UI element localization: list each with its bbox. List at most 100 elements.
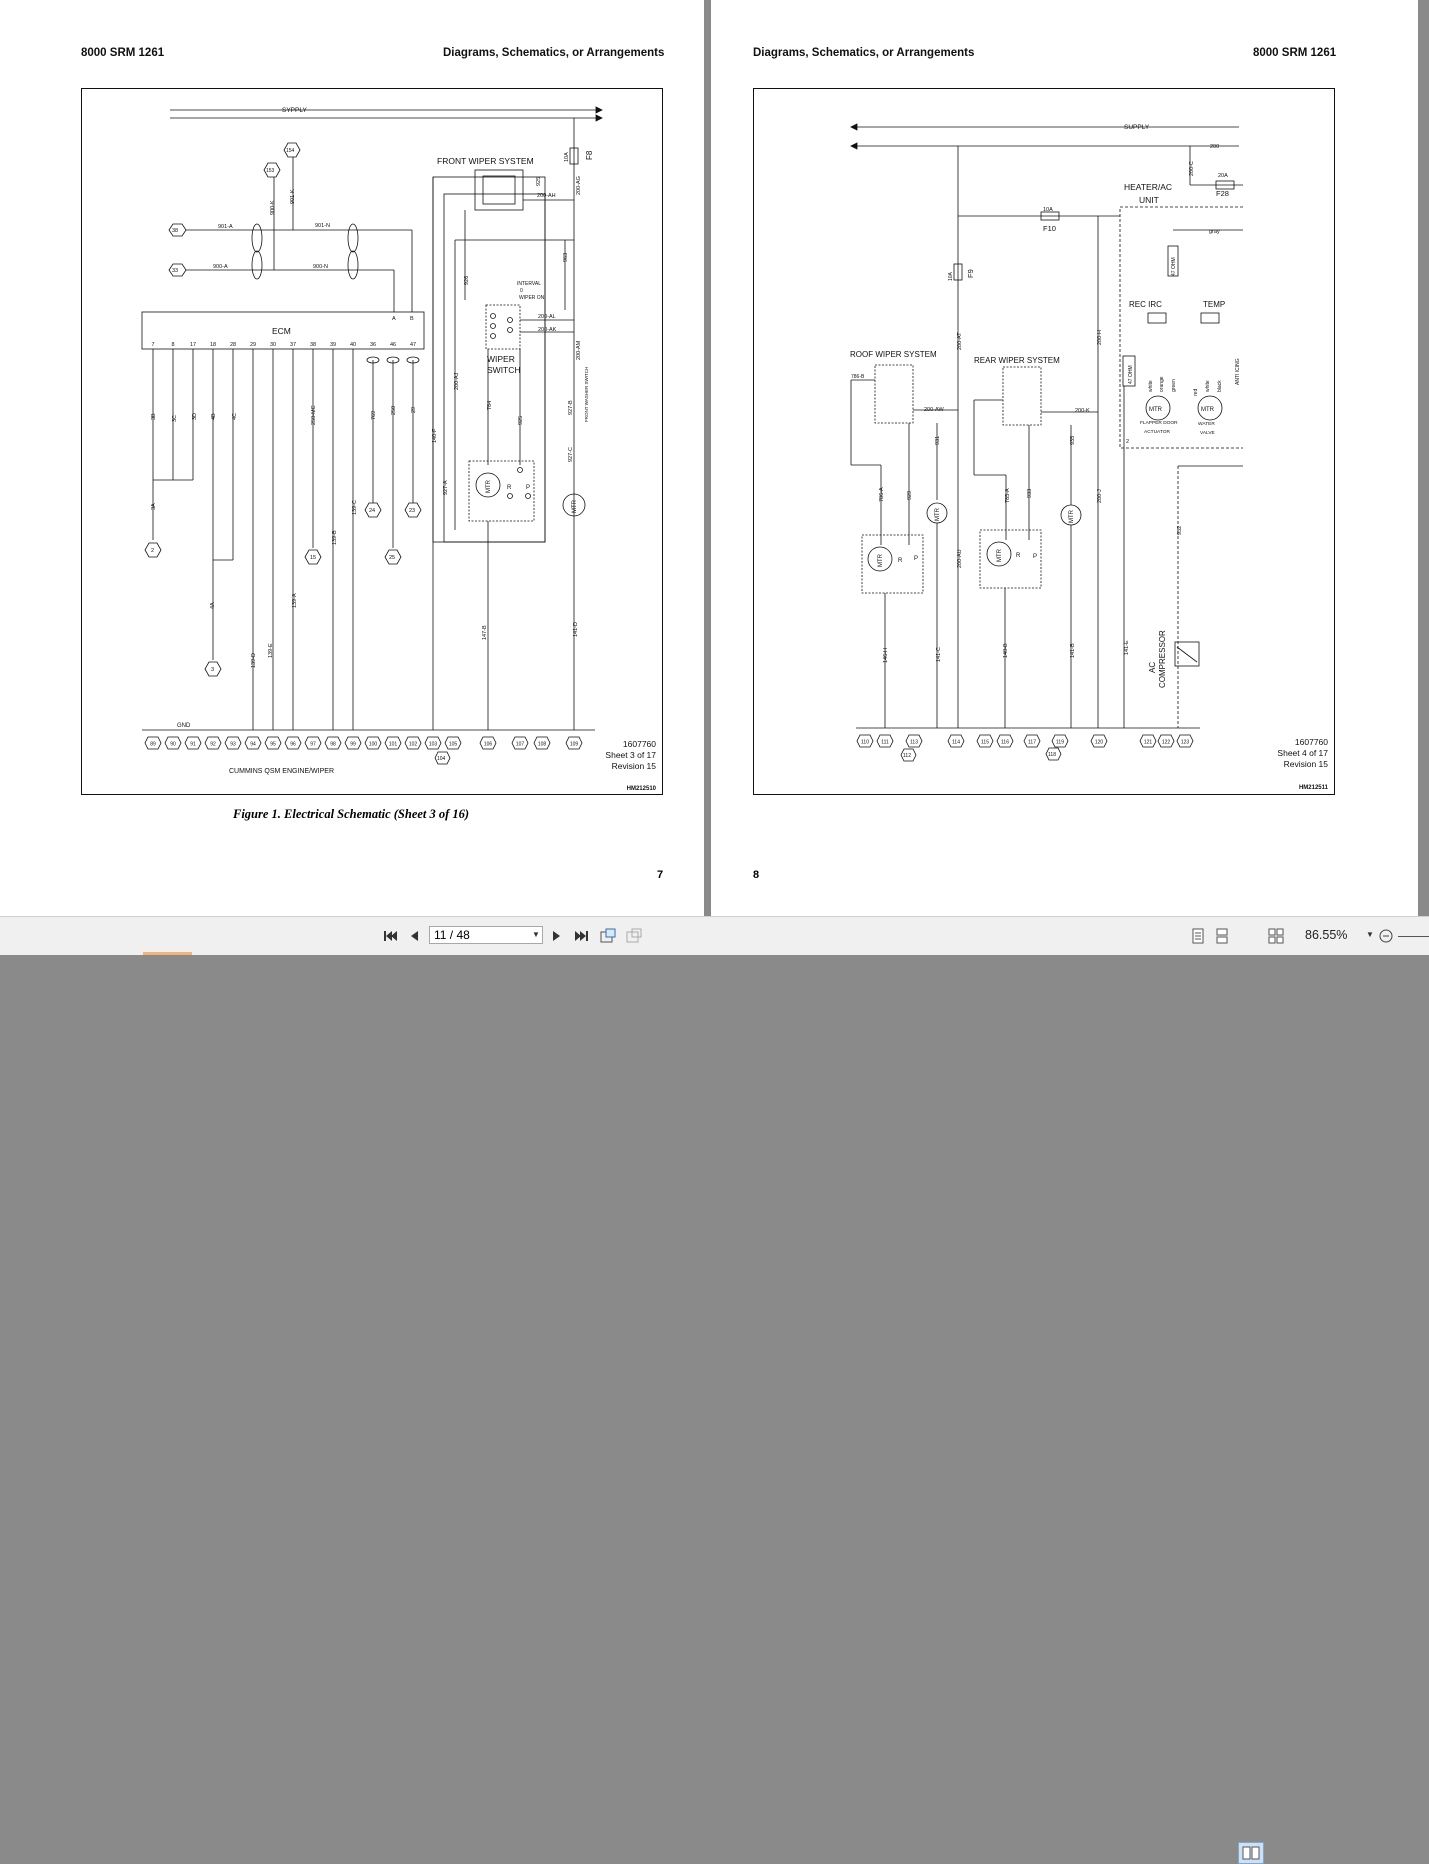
fuse-f9-label: F9 <box>966 269 975 278</box>
next-page-icon[interactable] <box>550 927 564 945</box>
wire-147b: 147-B <box>482 625 488 640</box>
wire-200: 200 <box>1210 144 1219 150</box>
gnd-node-113: 113 <box>910 740 918 746</box>
node-154: 154 <box>286 148 295 154</box>
wire-786b: 786-B <box>851 374 865 380</box>
ecm-pin-47: 47 <box>410 342 416 348</box>
continuous-icon[interactable] <box>1214 927 1230 945</box>
wire-139b: 139-B <box>332 530 338 545</box>
zoom-out-icon[interactable] <box>1378 927 1394 945</box>
wire-200h: 200-H <box>1097 330 1103 345</box>
wire-925-bottom: 925 <box>518 416 524 425</box>
fit-page-icon[interactable] <box>598 927 618 945</box>
gnd-node-101: 101 <box>389 742 398 748</box>
gnd-node-shape <box>404 736 422 750</box>
wire-gray: gray <box>1209 229 1220 235</box>
rear-motor-label: MTR <box>997 548 1003 562</box>
ecm-pin-18: 18 <box>210 342 216 348</box>
ecm-pin-37: 37 <box>290 342 296 348</box>
front-motor-r: R <box>507 485 512 491</box>
zoom-slider[interactable] <box>1398 936 1429 937</box>
schematic-frame <box>753 88 1335 795</box>
two-page-icon[interactable] <box>1238 1842 1264 1864</box>
heater-ac-label-1: HEATER/AC <box>1124 182 1172 192</box>
gnd-node-102: 102 <box>409 742 418 748</box>
wiper-switch-label-1: WIPER <box>487 354 515 364</box>
supply-label: SYPPLY <box>282 107 307 114</box>
page-dropdown-icon[interactable]: ▼ <box>532 930 540 939</box>
wire-200ah: 200-AH <box>537 193 556 199</box>
front-motor-label: MTR <box>486 479 492 493</box>
wire-926: 926 <box>464 276 470 285</box>
two-page-continuous-icon[interactable] <box>1267 927 1285 945</box>
node-15: 15 <box>310 555 316 561</box>
gnd-node-shape <box>324 736 342 750</box>
wire-963: 963 <box>563 253 569 262</box>
fuse-10a-vertical: 10A <box>948 271 954 281</box>
first-page-icon[interactable] <box>382 927 398 945</box>
flapper-door-label: FLAPPER DOOR <box>1140 420 1178 426</box>
ecm-pin-17: 17 <box>190 342 196 348</box>
zoom-dropdown-icon[interactable]: ▼ <box>1366 930 1374 939</box>
document-page-right: Diagrams, Schematics, or Arrangements 80… <box>711 0 1418 916</box>
page-number: 8 <box>753 869 760 881</box>
gnd-node-115: 115 <box>981 740 989 746</box>
wire-931: 931 <box>935 436 941 445</box>
wire-4b: 4B <box>211 413 217 420</box>
wire-white-2: white <box>1205 380 1211 392</box>
gnd-label: GND <box>177 723 191 729</box>
wire-orange: orange <box>1159 376 1165 392</box>
gnd-node-107: 107 <box>516 742 525 748</box>
gnd-node-shape <box>1176 734 1194 748</box>
wire-139c: 139-C <box>352 500 358 515</box>
wire-3d: 3D <box>192 413 198 420</box>
wire-900a: 900-A <box>213 264 228 270</box>
gnd-node-shape <box>1023 734 1041 748</box>
gnd-node-89: 89 <box>150 742 156 748</box>
ecm-pin-8: 8 <box>171 342 174 348</box>
gnd-node-shape <box>284 736 302 750</box>
fuse-f28-label: F28 <box>1216 189 1229 198</box>
wire-141e: 141-E <box>1124 640 1130 655</box>
roof-washer-motor-label: MTR <box>935 507 941 521</box>
wire-927b: 927-B <box>568 400 574 415</box>
gnd-node-shape <box>856 734 874 748</box>
wire-200al: 200-AL <box>538 314 556 320</box>
drawing-id: HM212511 <box>1299 785 1329 791</box>
gnd-node-110: 110 <box>861 740 869 746</box>
washer-motor-label: MTR <box>572 499 578 513</box>
gnd-node-122: 122 <box>1162 740 1171 746</box>
gnd-node-shape <box>1051 734 1069 748</box>
last-page-icon[interactable] <box>573 927 591 945</box>
prev-page-icon[interactable] <box>407 927 421 945</box>
document-page-left: 8000 SRM 1261 Diagrams, Schematics, or A… <box>0 0 704 916</box>
page-number-input[interactable] <box>429 926 543 944</box>
wire-901a: 901-A <box>218 224 233 230</box>
water-label: WATER <box>1198 421 1215 427</box>
gnd-node-shape <box>976 734 994 748</box>
pin-2-label: 2 <box>1126 439 1129 445</box>
zoom-level[interactable]: 86.55% <box>1305 928 1348 942</box>
wire-4c: 4C <box>232 413 238 420</box>
single-page-icon[interactable] <box>1190 927 1206 945</box>
gnd-node-shape <box>424 736 442 750</box>
node-153: 153 <box>266 168 275 174</box>
ecm-pin-28: 28 <box>230 342 236 348</box>
wire-141b: 141-B <box>1070 643 1076 658</box>
node-38: 38 <box>172 228 178 234</box>
gnd-node-shape <box>565 736 583 750</box>
gnd-node-shape <box>444 736 462 750</box>
wire-3a: 3A <box>151 503 157 510</box>
gnd-node-shape <box>384 736 402 750</box>
fit-width-icon[interactable] <box>624 927 644 945</box>
wire-139a: 139-A <box>292 593 298 608</box>
heater-ac-label-2: UNIT <box>1139 195 1159 205</box>
wire-935: 935 <box>1070 436 1076 445</box>
gnd-node-90: 90 <box>170 742 176 748</box>
wire-200aj: 200-AJ <box>454 372 460 390</box>
wire-784: 784 <box>487 401 493 410</box>
wire-786a: 786-A <box>879 487 885 502</box>
water-valve-motor-label: MTR <box>1201 407 1215 413</box>
header-left: Diagrams, Schematics, or Arrangements <box>753 47 975 59</box>
